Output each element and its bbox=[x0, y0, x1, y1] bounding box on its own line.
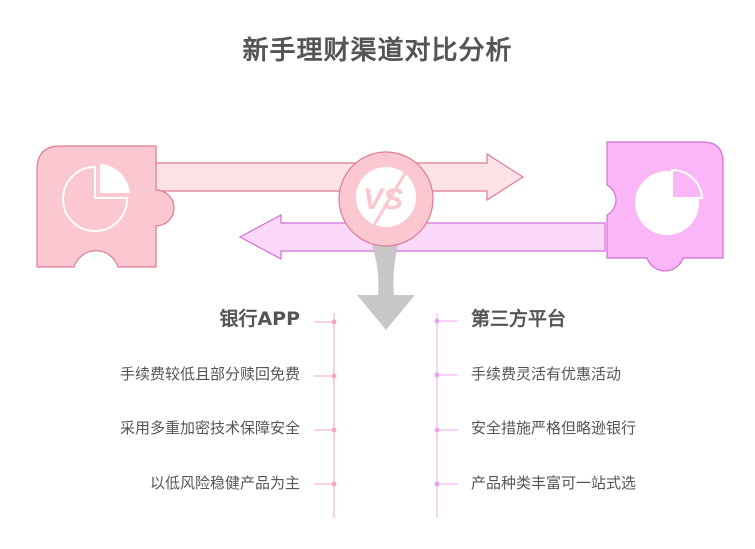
right-item: 产品种类丰富可一站式选 bbox=[471, 474, 637, 492]
right-item: 安全措施严格但略逊银行 bbox=[471, 419, 637, 437]
right-puzzle-piece bbox=[606, 141, 724, 272]
arrow-left bbox=[238, 213, 606, 261]
timeline-dot bbox=[434, 372, 440, 378]
left-item: 手续费较低且部分赎回免费 bbox=[119, 365, 300, 383]
timeline-dot bbox=[434, 481, 440, 487]
timeline-dot bbox=[331, 319, 337, 325]
left-heading: 银行APP bbox=[219, 308, 300, 330]
right-heading: 第三方平台 bbox=[471, 308, 567, 330]
timeline-dot bbox=[434, 427, 440, 433]
left-timeline bbox=[314, 313, 337, 518]
pie-chart-icon bbox=[62, 164, 130, 232]
timeline-dot bbox=[434, 318, 440, 324]
timeline-dot bbox=[331, 427, 337, 433]
timeline-dot bbox=[331, 481, 337, 487]
left-puzzle-piece bbox=[36, 145, 175, 268]
page-title: 新手理财渠道对比分析 bbox=[242, 36, 513, 66]
right-timeline bbox=[434, 313, 458, 518]
left-item: 采用多重加密技术保障安全 bbox=[119, 419, 300, 437]
vs-badge: VS bbox=[338, 151, 434, 247]
arrow-down bbox=[357, 245, 415, 330]
left-item: 以低风险稳健产品为主 bbox=[149, 474, 300, 492]
right-item: 手续费灵活有优惠活动 bbox=[471, 365, 622, 383]
timeline-dot bbox=[331, 373, 337, 379]
pie-chart-icon bbox=[635, 168, 704, 235]
